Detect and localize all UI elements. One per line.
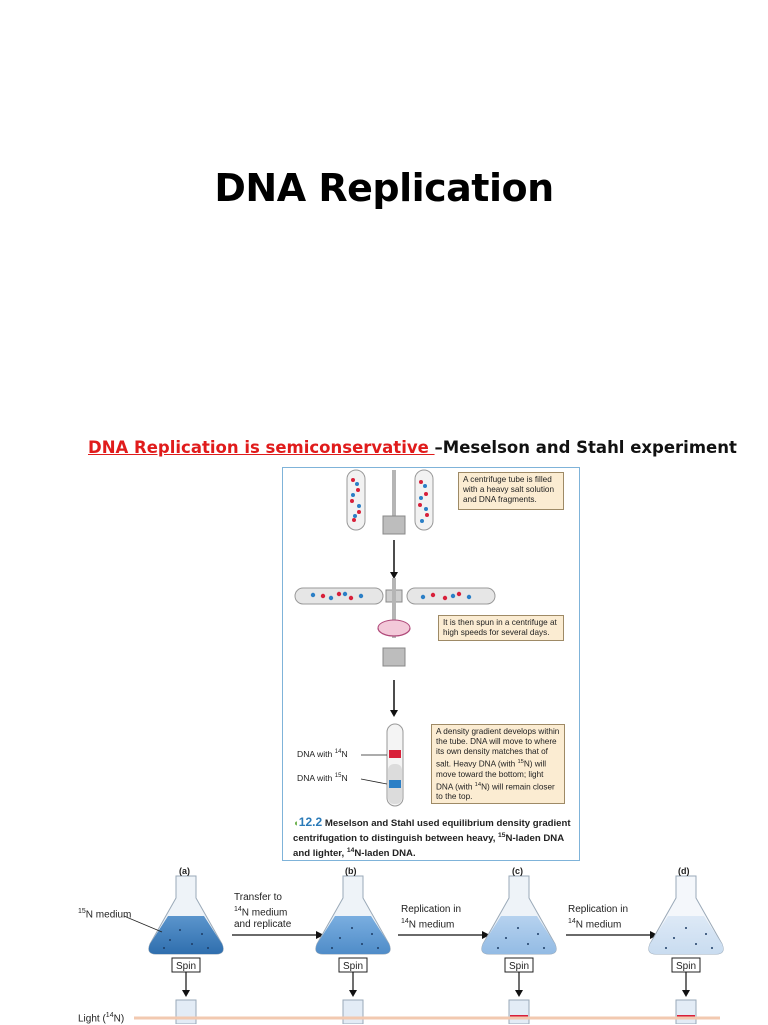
arrow-down-icon xyxy=(390,540,398,579)
label-dna-n14: DNA with 14N xyxy=(297,749,348,759)
flask-letter-a: (a) xyxy=(179,866,190,876)
spin-label-b: Spin xyxy=(343,961,364,972)
subtitle-rest: –Meselson and Stahl experiment xyxy=(434,438,737,457)
flask-b xyxy=(315,875,391,1024)
label-light-n14: Light (14N) xyxy=(78,1012,125,1025)
flask-d xyxy=(648,875,724,1024)
callout-spin: It is then spun in a centrifuge at high … xyxy=(438,615,564,641)
figure-caption: ◖12.2 Meselson and Stahl used equilibriu… xyxy=(293,815,571,860)
spin-label-a: Spin xyxy=(176,961,197,972)
slide-subtitle: DNA Replication is semiconservative –Mes… xyxy=(88,438,768,457)
filled-tubes-graphic xyxy=(346,469,434,535)
label-replication-2: Replication in 14N medium xyxy=(568,904,629,931)
label-replication-1: Replication in 14N medium xyxy=(401,904,462,931)
spin-label-c: Spin xyxy=(509,961,530,972)
n14-band xyxy=(389,750,401,758)
flask-letter-d: (d) xyxy=(678,866,690,876)
flask-letter-c: (c) xyxy=(512,866,523,876)
spinning-rotor-graphic xyxy=(294,578,496,667)
callout-fill-tube: A centrifuge tube is filled with a heavy… xyxy=(458,472,564,510)
flask-a xyxy=(148,875,224,1024)
subtitle-highlight: DNA Replication is semiconservative xyxy=(88,438,435,457)
centrifuge-figure: A centrifuge tube is filled with a heavy… xyxy=(282,467,580,861)
n15-band xyxy=(389,780,401,788)
arrow-right-icon xyxy=(232,931,324,939)
label-n15-medium: 15N medium xyxy=(78,908,132,921)
label-dna-n15: DNA with 15N xyxy=(297,773,348,783)
arrow-down-icon xyxy=(390,680,398,717)
arrow-right-icon xyxy=(566,931,658,939)
spin-label-d: Spin xyxy=(676,961,697,972)
medium-pointer-line xyxy=(123,915,163,933)
caption-marker-icon: ◖ xyxy=(293,818,299,829)
slide-title: DNA Replication xyxy=(214,166,554,210)
gradient-tube-graphic xyxy=(360,723,404,807)
callout-gradient: A density gradient develops within the t… xyxy=(431,724,565,804)
arrow-right-icon xyxy=(398,931,490,939)
centrifuge-illustration xyxy=(294,469,496,807)
flask-c xyxy=(481,875,557,1024)
flask-letter-b: (b) xyxy=(345,866,357,876)
flask-sequence xyxy=(123,875,724,1024)
label-transfer: Transfer to 14N medium and replicate xyxy=(234,892,292,931)
